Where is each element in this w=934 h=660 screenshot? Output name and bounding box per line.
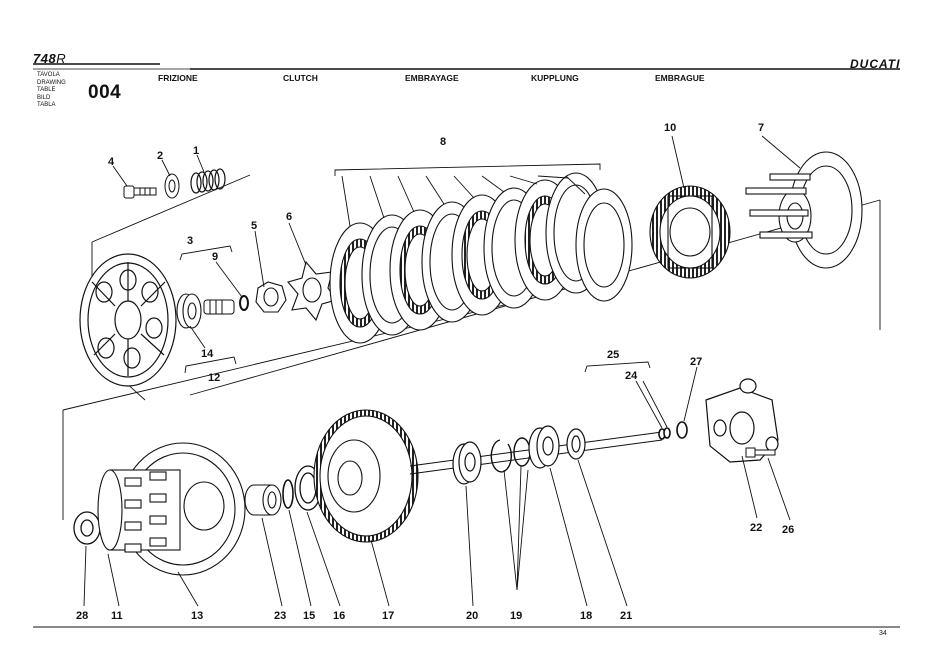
model-suffix: R xyxy=(56,51,67,66)
part-1-spring xyxy=(190,168,226,194)
callout-28: 28 xyxy=(76,610,88,622)
callout-23: 23 xyxy=(274,610,286,622)
callout-3: 3 xyxy=(187,235,193,247)
part-28-thrust-washer xyxy=(73,511,101,545)
header-rules xyxy=(33,63,900,628)
part-27-o-ring xyxy=(676,421,688,439)
callout-8: 8 xyxy=(440,136,446,148)
callout-19: 19 xyxy=(510,610,522,622)
callout-13: 13 xyxy=(191,610,203,622)
callout-26: 26 xyxy=(782,524,794,536)
callout-22: 22 xyxy=(750,522,762,534)
callout-15: 15 xyxy=(303,610,315,622)
table-label: TABLA xyxy=(37,102,56,108)
callout-5: 5 xyxy=(251,220,257,232)
callout-20: 20 xyxy=(466,610,478,622)
callout-labels: 4 2 1 3 9 5 6 14 12 8 10 7 25 24 27 22 2… xyxy=(76,122,794,622)
part-13-clutch-housing xyxy=(97,442,246,576)
callout-4: 4 xyxy=(108,156,115,168)
callout-24: 24 xyxy=(625,370,638,382)
title-french: EMBRAYAGE xyxy=(405,73,459,83)
part-19-circlip xyxy=(490,437,531,473)
part-4-bolt xyxy=(123,185,157,199)
callout-10: 10 xyxy=(664,122,676,134)
part-5-nut xyxy=(255,281,287,313)
part-9-o-ring xyxy=(239,295,249,311)
part-20-bearing xyxy=(452,441,482,485)
callout-14: 14 xyxy=(201,348,214,360)
part-21-bushing xyxy=(566,428,586,460)
table-label: BILD xyxy=(37,94,51,101)
part-18-bearing xyxy=(528,425,560,469)
title-spanish: EMBRAGUE xyxy=(655,73,705,83)
part-10-clutch-drum xyxy=(649,185,731,279)
table-label: TAVOLA xyxy=(37,72,60,78)
part-26-bolt xyxy=(745,447,776,458)
table-label: TABLE xyxy=(37,87,56,93)
callout-27: 27 xyxy=(690,356,702,368)
callout-21: 21 xyxy=(620,610,632,622)
callout-25: 25 xyxy=(607,349,619,361)
part-23-bushing xyxy=(244,484,282,516)
brand-logo: DUCATI xyxy=(850,57,901,71)
leader-lines xyxy=(83,135,801,607)
callout-1: 1 xyxy=(193,145,199,157)
part-17-primary-gear xyxy=(313,409,419,543)
title-italian: FRIZIONE xyxy=(158,73,198,83)
page-number: 34 xyxy=(879,630,887,637)
callout-18: 18 xyxy=(580,610,592,622)
part-3-push-piece xyxy=(203,299,235,315)
model-name: 748R xyxy=(33,51,66,66)
callout-9: 9 xyxy=(212,251,218,263)
part-8-clutch-plate-pack xyxy=(329,172,633,344)
part-14-bearing xyxy=(176,293,202,329)
part-24-seal xyxy=(658,427,671,440)
title-english: CLUTCH xyxy=(283,73,318,83)
table-number: 004 xyxy=(88,82,122,103)
part-6-lock-washer xyxy=(287,260,337,322)
callout-2: 2 xyxy=(157,150,163,162)
model-number: 748 xyxy=(33,51,57,66)
part-15-shim xyxy=(282,479,294,509)
callout-12: 12 xyxy=(208,372,220,384)
callout-6: 6 xyxy=(286,211,292,223)
callout-11: 11 xyxy=(111,610,123,622)
pressure-plate xyxy=(79,253,177,387)
title-german: KUPPLUNG xyxy=(531,73,579,83)
table-label-block: TAVOLA DRAWING TABLE BILD TABLA xyxy=(37,72,66,110)
callout-17: 17 xyxy=(382,610,394,622)
part-2-spring-cup xyxy=(164,173,180,199)
callout-7: 7 xyxy=(758,122,764,134)
table-label: DRAWING xyxy=(37,79,66,86)
part-7-clutch-hub xyxy=(745,151,863,269)
callout-16: 16 xyxy=(333,610,345,622)
part-22-slave-cylinder xyxy=(705,378,779,463)
